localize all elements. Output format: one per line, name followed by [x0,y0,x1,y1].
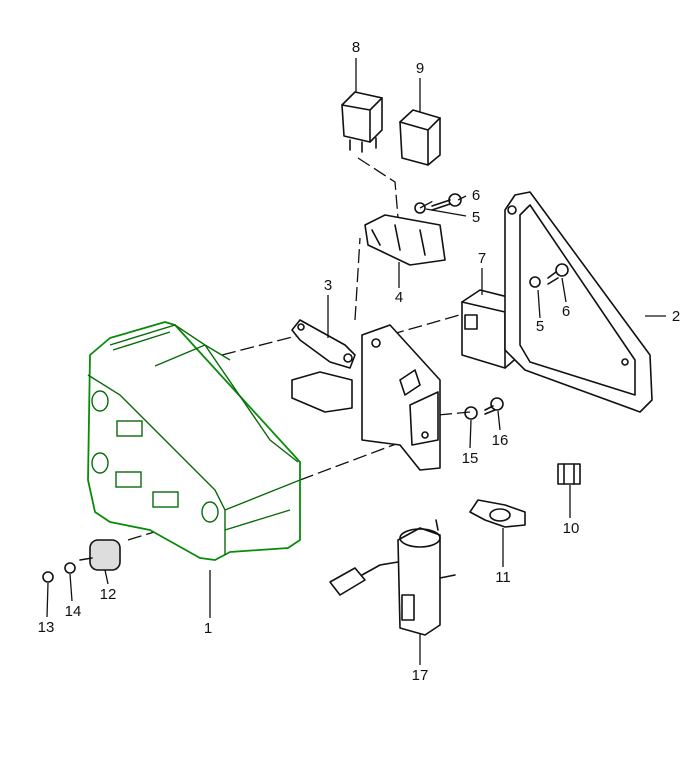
part-3-bracket[interactable] [291,319,356,413]
callout-16: 16 [492,432,509,449]
callout-3: 3 [324,277,332,294]
part-12-grommet[interactable] [79,539,121,571]
part-2-frame[interactable] [504,191,653,413]
washer-15 [464,406,478,420]
part-11-clip[interactable] [469,499,526,528]
nut-13 [42,571,54,583]
screw-6b [547,271,559,285]
fasteners [42,193,569,583]
callout-13: 13 [38,619,55,636]
callout-4: 4 [395,289,403,306]
part-9-relay[interactable] [399,109,441,166]
washer-14 [64,562,76,574]
callout-9: 9 [416,60,424,77]
washer-5b [529,276,541,288]
callout-5b: 5 [536,318,544,335]
callouts: 8 9 6 5 3 4 7 5 6 2 15 16 10 11 12 13 14… [38,39,681,684]
mounting-plate[interactable] [361,324,441,471]
screw-16 [484,405,496,415]
callout-8: 8 [352,39,360,56]
callout-7: 7 [478,250,486,267]
callout-17: 17 [412,667,429,684]
callout-2: 2 [672,308,680,325]
leader-lines [46,58,666,665]
callout-1: 1 [204,620,212,637]
callout-5: 5 [472,209,480,226]
part-8-relay[interactable] [341,91,383,153]
washer-5a [414,202,426,214]
callout-10: 10 [563,520,580,537]
part-1-cover[interactable] [87,321,301,561]
screw-6a [431,199,451,211]
callout-12: 12 [100,586,117,603]
part-17-harness[interactable] [329,519,456,636]
callout-15: 15 [462,450,479,467]
callout-14: 14 [65,603,82,620]
part-10-fuse[interactable] [557,463,581,485]
callout-6b: 6 [562,303,570,320]
part-4-relay-holder[interactable] [364,214,446,266]
callout-6: 6 [472,187,480,204]
callout-11: 11 [495,569,511,586]
